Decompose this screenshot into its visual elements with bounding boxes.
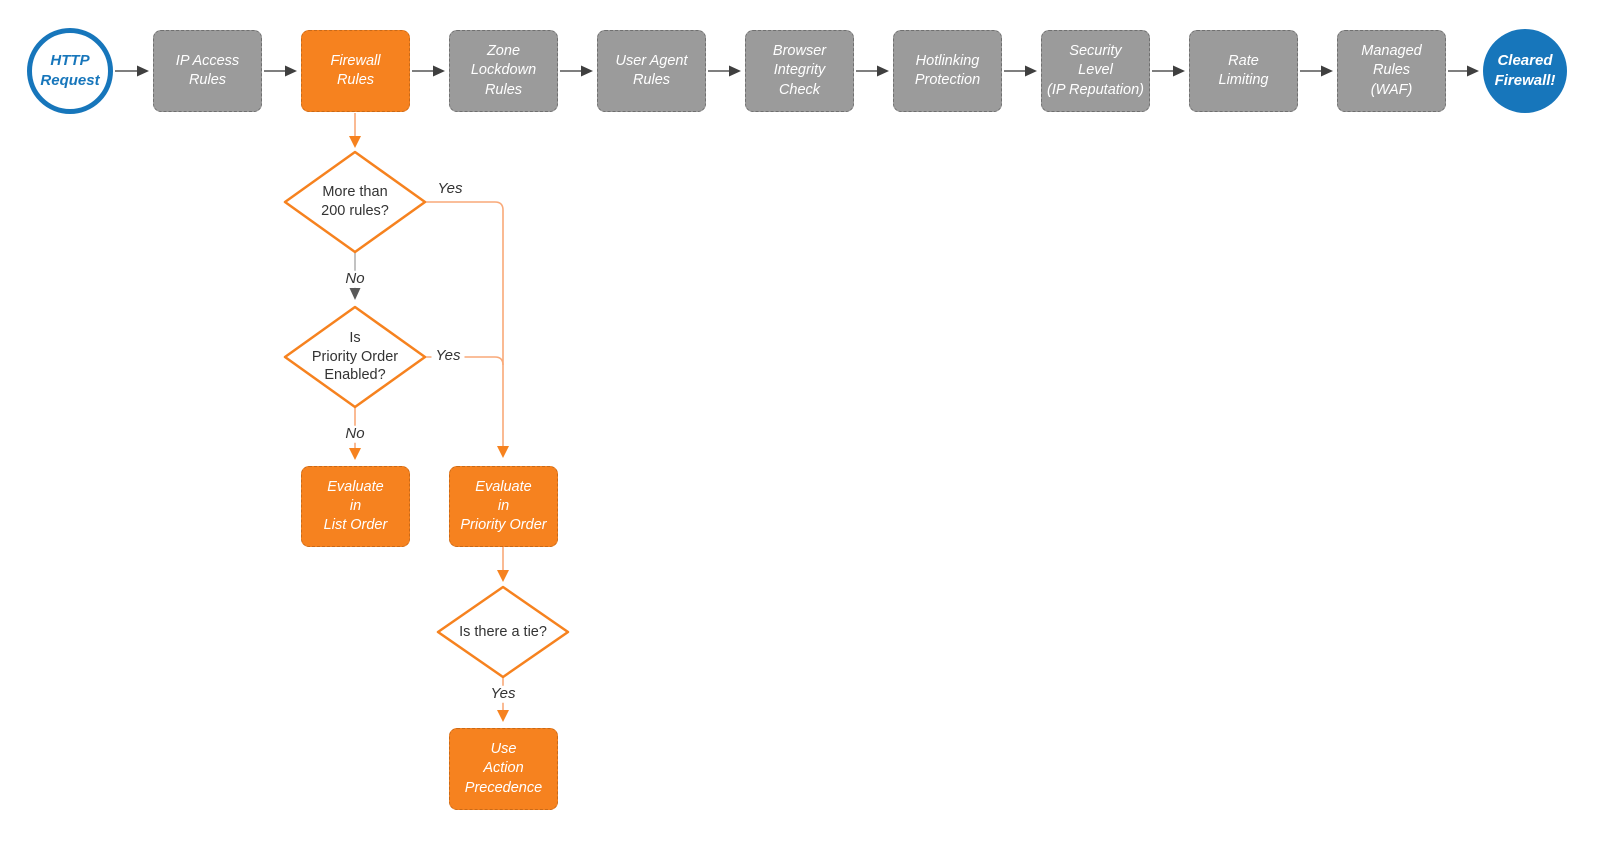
decision-priority-order-enabled: Is Priority Order Enabled? — [311, 329, 399, 384]
step-ip-access-rules: IP Access Rules — [153, 30, 262, 112]
step-security-level: Security Level (IP Reputation) — [1041, 30, 1150, 112]
diamond-is-there-a-tie — [436, 585, 570, 679]
edge-label-yes-2: Yes — [431, 347, 465, 365]
edge-label-yes-1: Yes — [433, 180, 467, 198]
step-browser-integrity-check: Browser Integrity Check — [745, 30, 854, 112]
diamond-priority-order-enabled — [283, 305, 427, 409]
edge-label-no-1: No — [341, 270, 369, 288]
step-managed-rules-waf: Managed Rules (WAF) — [1337, 30, 1446, 112]
decision-is-there-a-tie: Is there a tie? — [459, 623, 547, 640]
decision-diamonds — [283, 150, 570, 679]
step-firewall-rules: Firewall Rules — [301, 30, 410, 112]
end-node-cleared-firewall: Cleared Firewall! — [1483, 29, 1567, 113]
step-zone-lockdown-rules: Zone Lockdown Rules — [449, 30, 558, 112]
step-hotlinking-protection: Hotlinking Protection — [893, 30, 1002, 112]
step-user-agent-rules: User Agent Rules — [597, 30, 706, 112]
arrow-yes-merge-priority-order — [425, 356, 504, 366]
arrow-yes-to-priority-order — [425, 201, 509, 458]
start-node-http-request: HTTP Request — [27, 28, 113, 114]
edge-label-yes-3: Yes — [486, 685, 520, 703]
step-rate-limiting: Rate Limiting — [1189, 30, 1298, 112]
edge-label-no-2: No — [341, 425, 369, 443]
decision-more-than-200-rules: More than 200 rules? — [321, 184, 389, 219]
action-evaluate-in-priority-order: Evaluate in Priority Order — [449, 466, 558, 547]
action-evaluate-in-list-order: Evaluate in List Order — [301, 466, 410, 547]
diamond-more-than-200-rules — [283, 150, 427, 254]
action-use-action-precedence: Use Action Precedence — [449, 728, 558, 810]
